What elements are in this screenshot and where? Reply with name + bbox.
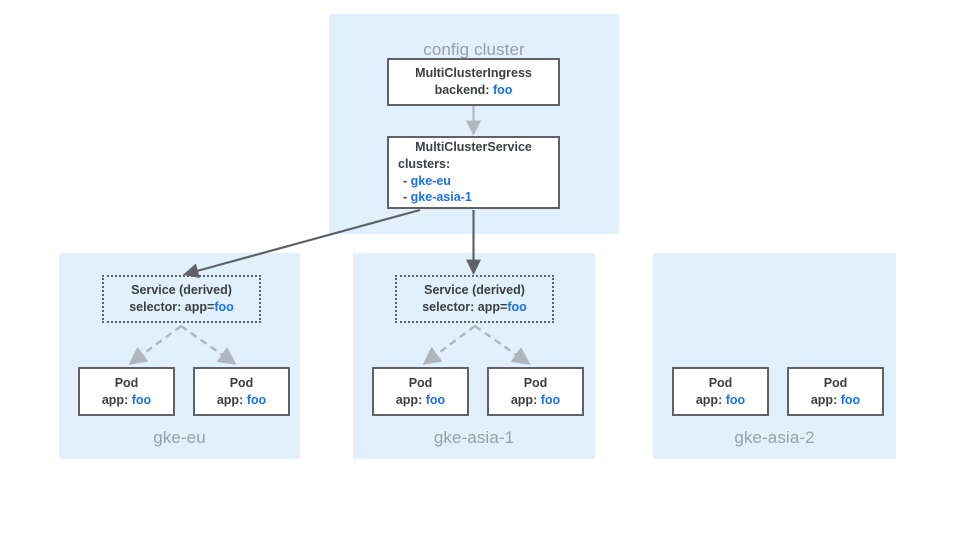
multiclusteringress-backend-value: foo	[492, 83, 513, 97]
cluster-panel-gke-asia-2: gke-asia-2	[653, 253, 896, 459]
pod-node[interactable]: Pod app: foo	[78, 367, 175, 416]
pod-app-field: app: foo	[80, 392, 173, 409]
pod-node[interactable]: Pod app: foo	[672, 367, 769, 416]
multiclusterservice-cluster-value: gke-asia-1	[410, 190, 472, 205]
cluster-title-gke-asia-2: gke-asia-2	[734, 428, 815, 447]
list-dash: -	[403, 173, 408, 188]
multiclusteringress-name: MultiClusterIngress	[415, 66, 532, 81]
multiclusteringress-backend-label: backend:	[434, 83, 490, 97]
derived-service-gke-asia-1[interactable]: Service (derived) selector: app=foo	[395, 275, 554, 323]
config-cluster-title: config cluster	[423, 40, 525, 59]
pod-name: Pod	[523, 375, 548, 390]
multiclusteringress-backend-field: backend: foo	[389, 82, 558, 99]
pod-app-label: app:	[101, 392, 129, 407]
multiclusterservice-node[interactable]: MultiClusterService clusters: - gke-eu -…	[387, 136, 560, 209]
pod-name: Pod	[708, 375, 733, 390]
pod-app-label: app:	[695, 392, 723, 407]
pod-app-label: app:	[216, 392, 244, 407]
pod-app-label: app:	[510, 392, 538, 407]
derived-service-selector-label: selector: app=	[422, 300, 508, 314]
cluster-panel-gke-asia-1: gke-asia-1	[353, 253, 595, 459]
multiclusterservice-clusters-label: clusters:	[398, 156, 451, 171]
pod-app-value: foo	[246, 392, 267, 407]
pod-app-label: app:	[810, 392, 838, 407]
derived-service-name: Service (derived)	[131, 282, 232, 297]
derived-service-selector-field: selector: app=foo	[422, 299, 527, 317]
pod-app-field: app: foo	[195, 392, 288, 409]
pod-app-value: foo	[725, 392, 746, 407]
pod-app-value: foo	[840, 392, 861, 407]
derived-service-selector-field: selector: app=foo	[129, 299, 234, 317]
multiclusterservice-cluster-item: - gke-asia-1	[389, 189, 558, 206]
pod-app-field: app: foo	[789, 392, 882, 409]
pod-app-value: foo	[425, 392, 446, 407]
pod-name: Pod	[114, 375, 139, 390]
derived-service-name: Service (derived)	[424, 282, 525, 297]
pod-name: Pod	[823, 375, 848, 390]
pod-app-field: app: foo	[374, 392, 467, 409]
pod-name: Pod	[408, 375, 433, 390]
multiclusterservice-cluster-item: - gke-eu	[389, 173, 558, 190]
multiclusteringress-node[interactable]: MultiClusterIngress backend: foo	[387, 58, 560, 106]
pod-app-value: foo	[540, 392, 561, 407]
pod-node[interactable]: Pod app: foo	[787, 367, 884, 416]
pod-app-label: app:	[395, 392, 423, 407]
cluster-title-gke-asia-1: gke-asia-1	[433, 428, 515, 447]
pod-node[interactable]: Pod app: foo	[193, 367, 290, 416]
pod-app-field: app: foo	[674, 392, 767, 409]
pod-app-value: foo	[131, 392, 152, 407]
pod-name: Pod	[229, 375, 254, 390]
pod-node[interactable]: Pod app: foo	[372, 367, 469, 416]
multiclusterservice-cluster-value: gke-eu	[410, 173, 451, 188]
pod-app-field: app: foo	[489, 392, 582, 409]
list-dash: -	[403, 190, 408, 205]
derived-service-gke-eu[interactable]: Service (derived) selector: app=foo	[102, 275, 261, 323]
derived-service-selector-label: selector: app=	[129, 300, 215, 314]
multiclusterservice-name: MultiClusterService	[415, 140, 532, 155]
pod-node[interactable]: Pod app: foo	[487, 367, 584, 416]
derived-service-selector-value: foo	[214, 300, 234, 314]
derived-service-selector-value: foo	[507, 300, 527, 314]
cluster-title-gke-eu: gke-eu	[153, 428, 206, 447]
